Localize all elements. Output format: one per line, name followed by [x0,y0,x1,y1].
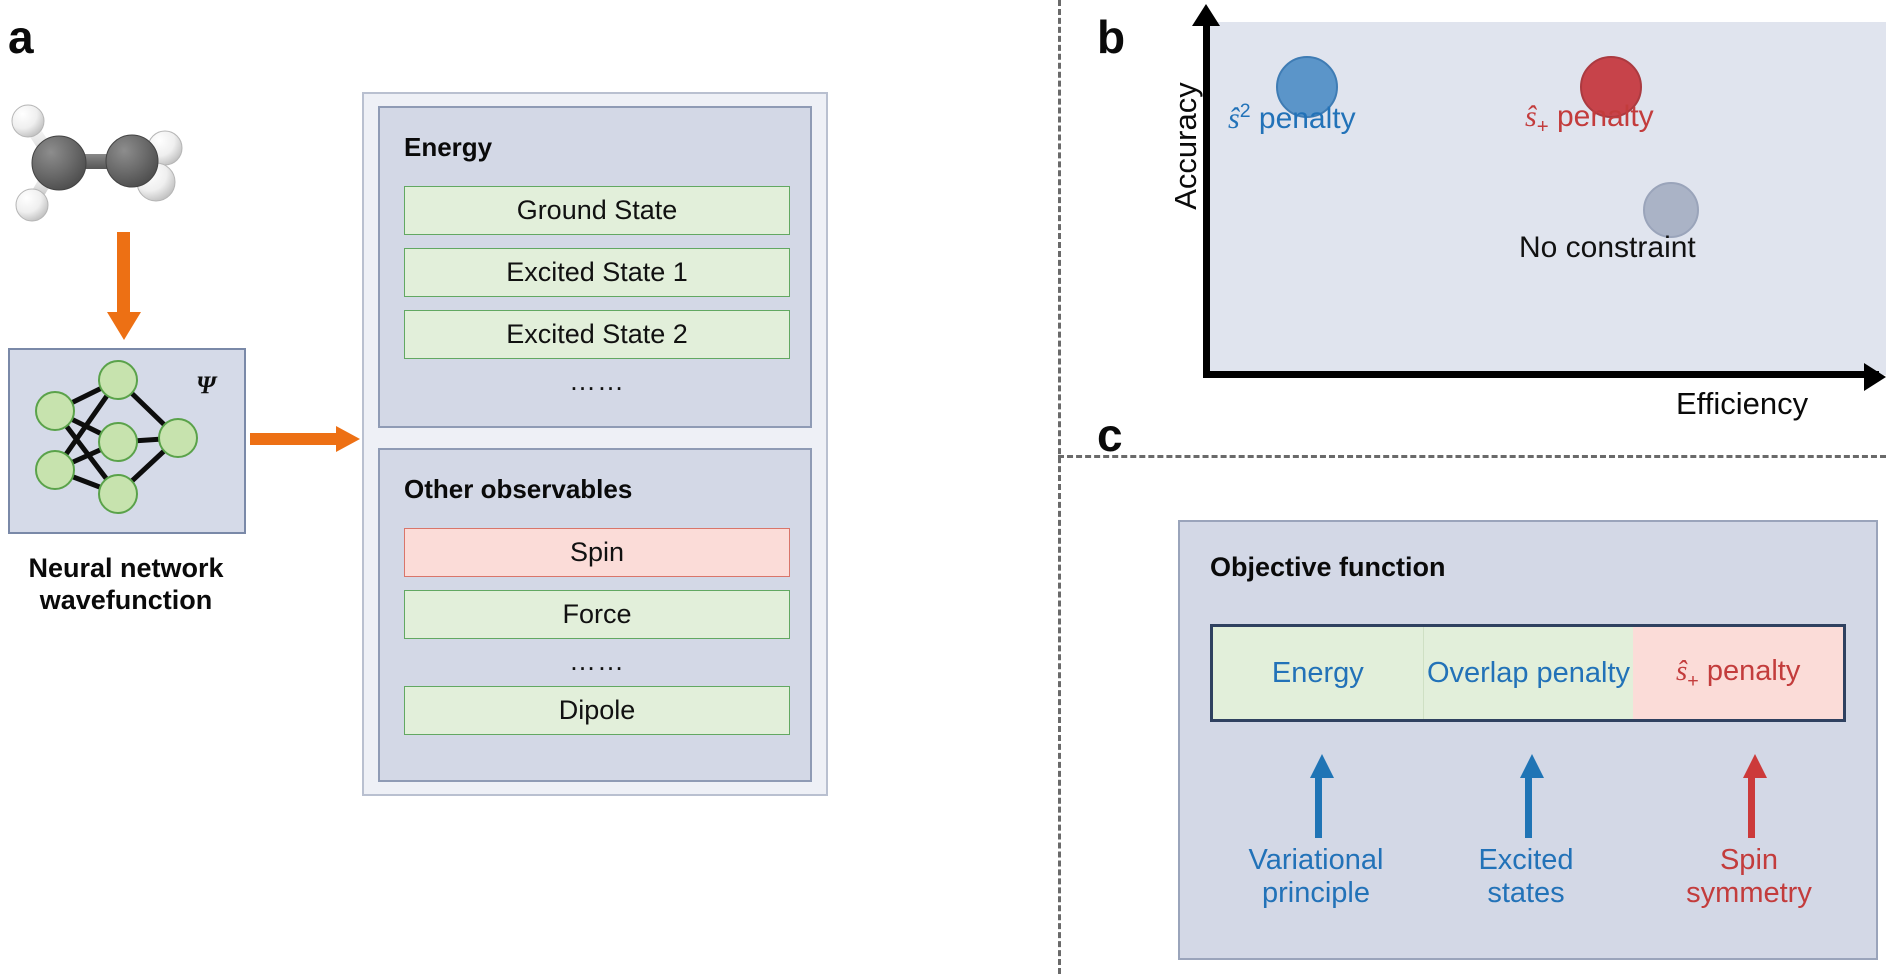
energy-group-title: Energy [404,132,493,162]
arrow-excited-states-head [1520,754,1544,778]
objective-segment-energy[interactable]: Energy [1213,627,1423,719]
observable-item-spin[interactable]: Spin [404,528,790,577]
accuracy-axis-line [1203,22,1210,378]
data-point-no-constraint[interactable] [1643,182,1699,238]
objective-function-bar: Energy Overlap penalty ŝ+ penalty [1210,624,1846,722]
observable-item-dipole[interactable]: Dipole [404,686,790,735]
arrow-excited-states-shaft [1525,774,1532,838]
accuracy-efficiency-plot-area [1207,22,1886,375]
observable-item-force[interactable]: Force [404,590,790,639]
foot-label-excited-states: Excited states [1478,844,1574,910]
vertical-divider [1058,0,1061,974]
energy-item-ground-state[interactable]: Ground State [404,186,790,235]
objective-segment-overlap-penalty[interactable]: Overlap penalty [1422,627,1634,719]
efficiency-axis-arrowhead [1864,363,1886,391]
data-label-splus-penalty: ŝ+ penalty [1525,100,1654,138]
objective-function-title: Objective function [1210,552,1446,582]
energy-group: Energy Ground State Excited State 1 Exci… [378,106,812,428]
efficiency-axis-label: Efficiency [1676,386,1809,421]
accuracy-axis-arrowhead [1192,4,1220,26]
accuracy-axis-label: Accuracy [1168,82,1203,210]
arrow-molecule-to-network-head [107,312,141,340]
neural-network-box: Ψ [8,348,246,534]
s-hat-symbol-plus: ŝ [1525,100,1537,133]
neural-network-caption: Neural network wavefunction [28,553,224,616]
foot-label-variational-principle: Variational principle [1248,844,1384,910]
panel-letter-b: b [1097,11,1126,63]
subscript-plus: + [1536,116,1549,138]
molecule-illustration [8,60,278,270]
observables-group-title: Other observables [404,474,633,504]
arrow-molecule-to-network-shaft [117,232,130,316]
energy-item-excited-state-1[interactable]: Excited State 1 [404,248,790,297]
efficiency-axis-line [1203,371,1879,378]
energy-item-excited-state-2[interactable]: Excited State 2 [404,310,790,359]
observables-group: Other observables Spin Force …… Dipole [378,448,812,782]
s-hat-symbol-c: ŝ [1675,654,1688,687]
arrow-variational-principle-shaft [1315,774,1322,838]
s-hat-symbol: ŝ [1228,102,1240,135]
data-point-splus-penalty[interactable] [1580,56,1642,118]
panel-letter-c: c [1097,409,1123,461]
objective-function-card: Objective function Energy Overlap penalt… [1178,520,1878,960]
data-label-no-constraint: No constraint [1519,231,1696,264]
results-card: Energy Ground State Excited State 1 Exci… [362,92,828,796]
panel-letter-a: a [8,11,34,63]
observables-group-ellipsis: …… [569,646,625,676]
arrow-spin-symmetry-shaft [1748,774,1755,838]
horizontal-divider [1058,455,1886,458]
arrow-network-to-results-head [336,426,360,452]
energy-group-ellipsis: …… [569,366,625,396]
arrow-variational-principle-head [1310,754,1334,778]
superscript-2: 2 [1239,100,1251,122]
subscript-plus-c: + [1687,669,1699,692]
arrow-spin-symmetry-head [1743,754,1767,778]
foot-label-spin-symmetry: Spin symmetry [1686,844,1812,910]
arrow-network-to-results-shaft [250,433,340,445]
data-point-s2-penalty[interactable] [1276,56,1338,118]
data-label-s2-penalty: ŝ2 penalty [1228,100,1356,135]
objective-segment-splus-penalty[interactable]: ŝ+ penalty [1633,627,1844,719]
psi-symbol: Ψ [196,372,216,399]
